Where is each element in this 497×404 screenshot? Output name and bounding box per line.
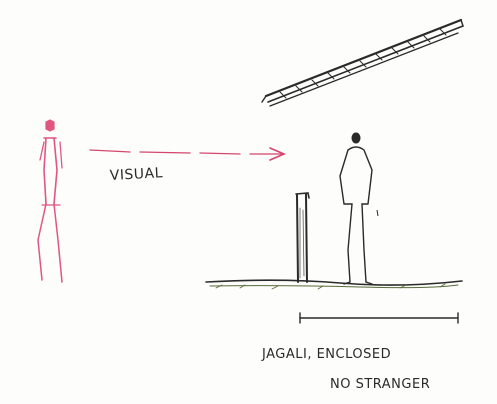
enclosure-label-line1: JAGALI, ENCLOSED [261, 347, 391, 362]
gate-post [296, 193, 309, 282]
dimension-arrow [300, 313, 458, 323]
enclosure-label-line2: NO STRANGER [330, 377, 430, 392]
tick-mark [377, 210, 378, 216]
resident-figure [340, 133, 372, 284]
visual-label: VISUAL [109, 165, 163, 184]
ground-line [206, 280, 462, 289]
visual-arrow [90, 148, 284, 160]
observer-figure [38, 120, 62, 282]
roof-lattice [262, 20, 463, 106]
